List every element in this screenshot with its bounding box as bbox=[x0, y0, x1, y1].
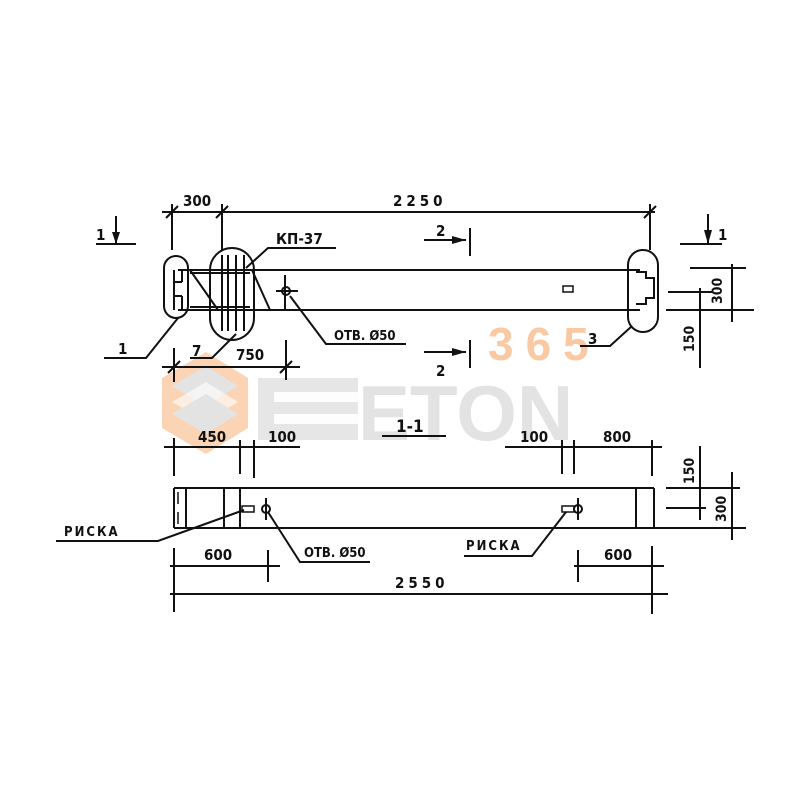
watermark-number: 365 bbox=[488, 318, 601, 370]
section-mark-1-right: 1 bbox=[718, 226, 727, 244]
label-riska-right: РИСКА bbox=[466, 539, 522, 554]
dim-300-right-plan: 300 bbox=[710, 277, 726, 304]
dim-750: 750 bbox=[236, 346, 264, 364]
dim-100-left: 100 bbox=[268, 428, 296, 446]
callout-1: 1 bbox=[118, 340, 127, 358]
section-mark-2-top: 2 bbox=[436, 222, 445, 240]
dim-2250: 2250 bbox=[393, 192, 447, 210]
dim-300-right-section: 300 bbox=[714, 495, 730, 522]
section-title-1-1: 1-1 bbox=[396, 417, 424, 437]
callout-3: 3 bbox=[588, 330, 597, 348]
watermark: ETON 365 bbox=[162, 318, 601, 457]
dim-100-right: 100 bbox=[520, 428, 548, 446]
label-hole-section: ОТВ. Ø50 bbox=[304, 546, 366, 561]
label-kp-37: КП-37 bbox=[276, 230, 323, 248]
dim-300-top: 300 bbox=[183, 192, 211, 210]
callout-7: 7 bbox=[192, 342, 201, 360]
label-riska-left: РИСКА bbox=[64, 525, 120, 540]
dim-800: 800 bbox=[603, 428, 631, 446]
dim-150-right-section: 150 bbox=[682, 457, 698, 484]
dim-2550: 2550 bbox=[395, 574, 449, 592]
dim-600-left: 600 bbox=[204, 546, 232, 564]
section-mark-1-left: 1 bbox=[96, 226, 105, 244]
dim-150-right-plan: 150 bbox=[682, 325, 698, 352]
section-mark-2-bottom: 2 bbox=[436, 362, 445, 380]
dim-450: 450 bbox=[198, 428, 226, 446]
dim-600-right: 600 bbox=[604, 546, 632, 564]
watermark-brand: ETON bbox=[358, 369, 573, 457]
label-hole-plan: ОТВ. Ø50 bbox=[334, 329, 396, 344]
